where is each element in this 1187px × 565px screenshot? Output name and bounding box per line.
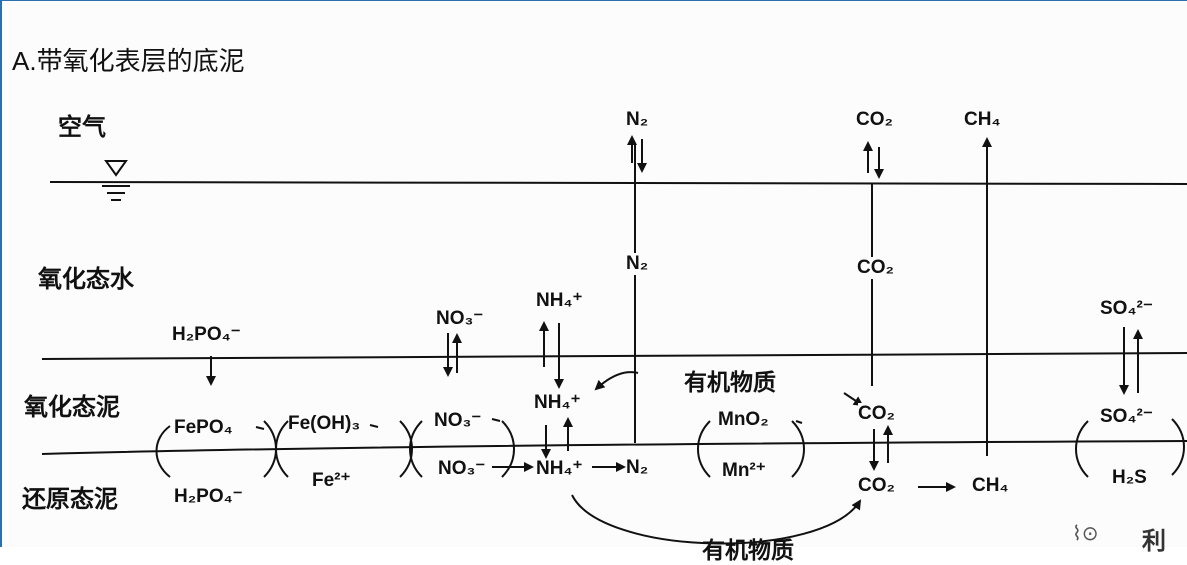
- water-surface-line: [49, 180, 1187, 186]
- n2-air-label: N₂: [626, 109, 649, 130]
- no3-reduced-label: NO₃⁻: [438, 458, 486, 479]
- no3-oxmud-label: NO₃⁻: [434, 410, 482, 431]
- nh4-reduced-label: NH₄⁺: [536, 458, 583, 479]
- watermark-text: 利: [1142, 526, 1166, 555]
- nh4-water-label: NH₄⁺: [536, 290, 583, 311]
- nh4-oxmud-label: NH₄⁺: [534, 391, 581, 414]
- oxidized-reduced-boundary-line: [41, 440, 1187, 455]
- n2-reduced-label: N₂: [626, 457, 649, 479]
- water-mud-boundary-line: [41, 352, 1187, 360]
- organic-matter-oxidized-label: 有机物质: [684, 369, 776, 396]
- fepo4-label: FePO₄: [174, 417, 233, 438]
- feoh3-label: Fe(OH)₃: [288, 413, 361, 434]
- co2-reduced-label: CO₂: [858, 475, 895, 496]
- diagram-title: A.带氧化表层的底泥: [12, 46, 245, 76]
- mno2-label: MnO₂: [718, 409, 769, 430]
- so4-water-label: SO₄²⁻: [1100, 298, 1153, 319]
- co2-oxmud-label: CO₂: [858, 403, 895, 425]
- zone-label-reduced-mud: 还原态泥: [22, 484, 118, 513]
- n2-water-label: N₂: [626, 253, 649, 275]
- zone-label-oxidized-water: 氧化态水: [38, 264, 134, 293]
- h2s-label: H₂S: [1112, 467, 1147, 488]
- organic-matter-reduced-label: 有机物质: [702, 537, 794, 564]
- h2po4-water-label: H₂PO₄⁻: [172, 324, 241, 345]
- h2po4-reduced-label: H₂PO₄⁻: [174, 486, 243, 507]
- ch4-air-label: CH₄: [964, 109, 1001, 130]
- zone-label-oxidized-mud: 氧化态泥: [24, 392, 120, 421]
- fe2-label: Fe²⁺: [312, 470, 351, 491]
- no3-water-label: NO₃⁻: [436, 308, 484, 329]
- co2-water-label: CO₂: [857, 257, 894, 279]
- water-level-symbol: [104, 160, 128, 177]
- mn2-label: Mn²⁺: [722, 460, 766, 481]
- co2-air-label: CO₂: [856, 109, 893, 130]
- ch4-reduced-label: CH₄: [972, 475, 1009, 496]
- zone-label-air: 空气: [58, 112, 106, 141]
- watermark-icon: ⌇⊙: [1072, 521, 1099, 545]
- so4-oxmud-label: SO₄²⁻: [1100, 406, 1153, 427]
- diagram-lines: [41, 135, 1187, 545]
